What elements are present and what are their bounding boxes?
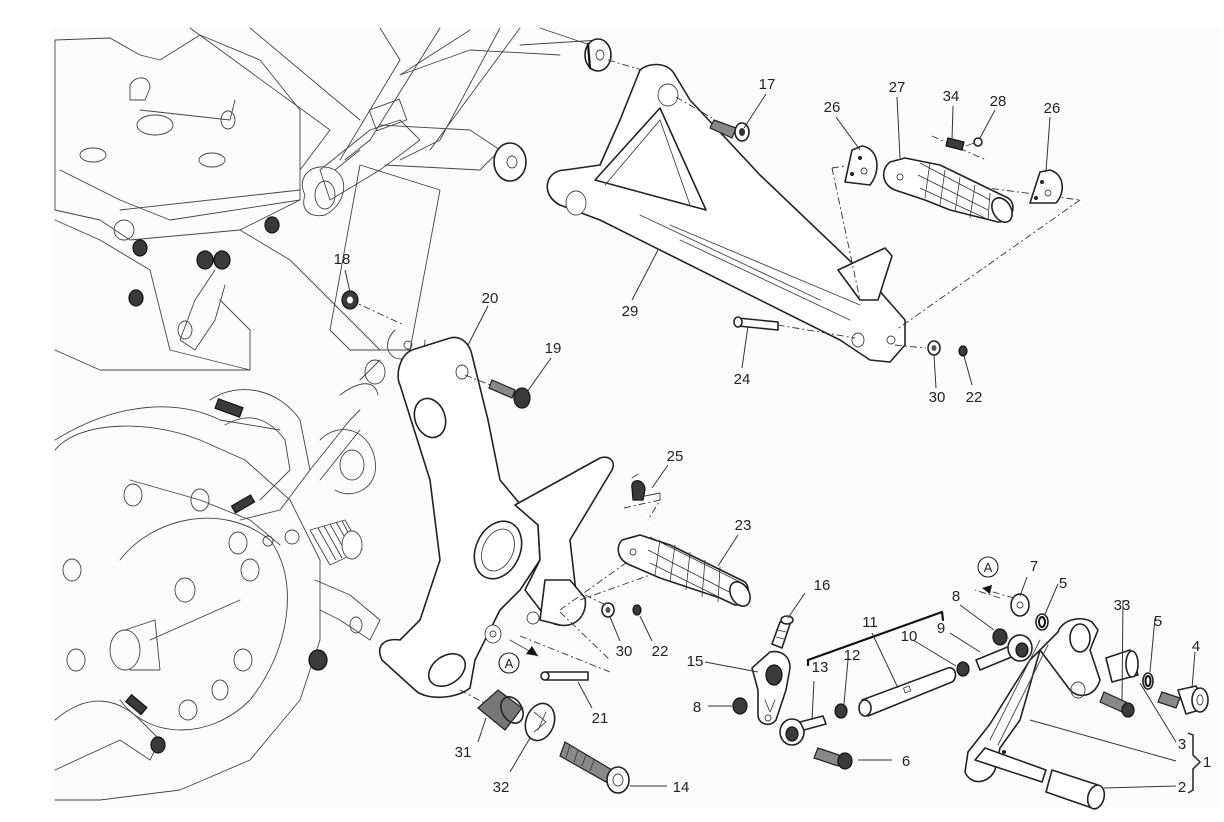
part-29-rear-footrest-bracket bbox=[546, 63, 906, 363]
part-22-nut-front bbox=[632, 604, 642, 616]
part-14-bolt bbox=[559, 741, 630, 794]
callout-8-left: 8 bbox=[693, 699, 701, 716]
callout-31: 31 bbox=[455, 744, 472, 761]
part-8-nut-left bbox=[732, 697, 748, 715]
part-26-plate-left bbox=[844, 145, 878, 186]
part-28-detent-ball bbox=[973, 137, 983, 147]
callout-20: 20 bbox=[482, 290, 499, 307]
callout-12: 12 bbox=[844, 647, 861, 664]
part-24-pin bbox=[733, 316, 779, 331]
part-12-nut bbox=[834, 703, 848, 719]
callout-1: 1 bbox=[1203, 754, 1211, 771]
callout-22-front: 22 bbox=[652, 643, 669, 660]
callout-34: 34 bbox=[943, 88, 960, 105]
callout-10: 10 bbox=[901, 628, 918, 645]
callout-27: 27 bbox=[889, 79, 906, 96]
callout-11: 11 bbox=[862, 614, 878, 631]
part-2-rubber-peg bbox=[1045, 769, 1106, 810]
part-8-nut-right bbox=[992, 628, 1008, 646]
part-31-bushing bbox=[477, 689, 524, 731]
callout-28: 28 bbox=[990, 93, 1007, 110]
part-32-washer bbox=[524, 702, 556, 742]
callout-6: 6 bbox=[902, 753, 910, 770]
part-33-screw bbox=[1099, 691, 1135, 718]
part-18-nut bbox=[341, 290, 359, 310]
callout-19: 19 bbox=[545, 340, 562, 357]
callout-24: 24 bbox=[734, 371, 751, 388]
callout-18: 18 bbox=[334, 251, 351, 268]
part-25-spring bbox=[631, 473, 661, 501]
callout-33: 33 bbox=[1114, 597, 1131, 614]
callout-2: 2 bbox=[1178, 779, 1186, 796]
part-19-bolt bbox=[488, 379, 531, 409]
callout-5-outer: 5 bbox=[1154, 613, 1162, 630]
gearshift-shaft bbox=[262, 519, 363, 566]
callout-14: 14 bbox=[673, 779, 690, 796]
part-16-bolt bbox=[771, 615, 794, 649]
part-30-washer-front bbox=[601, 602, 615, 618]
callout-17: 17 bbox=[759, 76, 776, 93]
part-27-rear-footpeg bbox=[882, 157, 1014, 223]
callout-22-rear: 22 bbox=[966, 389, 983, 406]
reference-marker-a-upper: A bbox=[977, 556, 1015, 599]
callout-30-front: 30 bbox=[616, 643, 633, 660]
callout-9: 9 bbox=[937, 620, 945, 637]
part-17-bolt bbox=[709, 119, 750, 142]
part-7-washer bbox=[1010, 593, 1030, 617]
callout-13: 13 bbox=[812, 659, 829, 676]
part-26-plate-right bbox=[1029, 169, 1063, 204]
callout-26-left: 26 bbox=[824, 99, 841, 116]
reference-marker-a-lower: A bbox=[498, 652, 520, 674]
callout-5-inner: 5 bbox=[1059, 575, 1067, 592]
part-34-spring bbox=[945, 137, 965, 151]
callout-21: 21 bbox=[592, 710, 609, 727]
part-1-gear-change-lever bbox=[964, 618, 1101, 783]
part-5-seal-outer bbox=[1142, 672, 1154, 690]
part-23-front-footpeg bbox=[617, 534, 751, 607]
leader-lines bbox=[344, 93, 1202, 794]
frame-bushing bbox=[493, 38, 612, 182]
part-11-shift-rod bbox=[806, 610, 957, 717]
part-20-front-footrest-bracket bbox=[378, 336, 615, 699]
part-5-seal-inner bbox=[1035, 613, 1049, 631]
reference-label: A bbox=[505, 656, 514, 671]
callout-4: 4 bbox=[1192, 638, 1200, 655]
part-4-pivot-bolt bbox=[1157, 685, 1209, 715]
callout-15: 15 bbox=[687, 653, 704, 670]
callout-23: 23 bbox=[735, 517, 752, 534]
reference-label: A bbox=[984, 560, 993, 575]
callout-3: 3 bbox=[1178, 736, 1186, 753]
callout-16: 16 bbox=[814, 577, 831, 594]
part-30-washer-rear bbox=[927, 340, 941, 356]
part-10-nut bbox=[956, 661, 970, 677]
callout-25: 25 bbox=[667, 448, 684, 465]
part-15-shift-lever-arm bbox=[751, 650, 791, 726]
part-9-rod-end bbox=[975, 634, 1033, 671]
callout-7: 7 bbox=[1030, 558, 1038, 575]
part-21-pin bbox=[540, 671, 589, 681]
callout-labels: 18 20 19 17 26 27 34 28 26 29 24 30 22 2… bbox=[334, 76, 1212, 796]
part-22-nut-rear bbox=[958, 345, 968, 357]
engine-and-frame bbox=[54, 27, 612, 801]
callout-29: 29 bbox=[622, 303, 639, 320]
callout-26-right: 26 bbox=[1044, 100, 1061, 117]
callout-30-rear: 30 bbox=[929, 389, 946, 406]
part-6-bolt bbox=[813, 747, 853, 770]
callout-32: 32 bbox=[493, 779, 510, 796]
callout-8-right: 8 bbox=[952, 588, 960, 605]
part-13-rod-end bbox=[779, 715, 827, 746]
